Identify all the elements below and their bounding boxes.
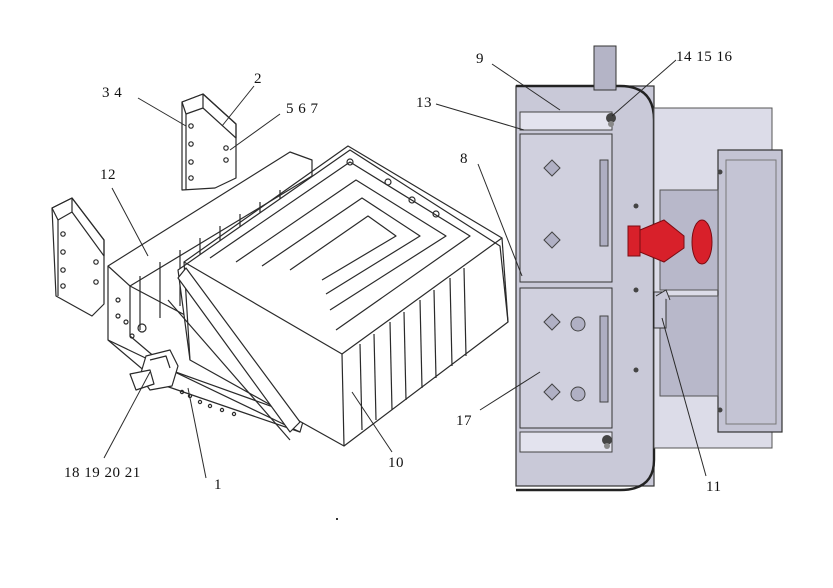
callout-13: 13 xyxy=(416,95,432,111)
top-hook xyxy=(593,45,617,91)
right-leader-lines xyxy=(435,59,707,477)
rear-door xyxy=(717,149,783,433)
callout-9: 9 xyxy=(476,51,484,67)
callout-3-4: 3 4 xyxy=(102,85,123,101)
callout-11: 11 xyxy=(706,479,722,495)
callout-5-6-7: 5 6 7 xyxy=(286,101,319,117)
red-connector xyxy=(627,219,713,265)
callout-10: 10 xyxy=(388,455,404,471)
callout-12: 12 xyxy=(100,167,116,183)
right-rendered-view xyxy=(435,45,783,492)
tension-clamp xyxy=(653,289,671,329)
upper-mounting-bracket xyxy=(181,93,237,191)
left-exploded-view xyxy=(51,85,509,479)
callout-17: 17 xyxy=(456,413,472,429)
callout-18-19-20-21: 18 19 20 21 xyxy=(64,465,141,481)
left-leader-lines xyxy=(103,85,393,479)
upper-panel xyxy=(519,133,613,283)
callout-1: 1 xyxy=(214,477,222,493)
cover-plate xyxy=(167,267,301,441)
bottom-rail xyxy=(519,431,613,453)
side-rail-lower xyxy=(599,315,609,403)
stray-mark xyxy=(336,518,338,520)
side-rail-upper xyxy=(599,159,609,247)
top-rail xyxy=(519,111,613,131)
callout-14-15-16: 14 15 16 xyxy=(676,49,733,65)
callout-8: 8 xyxy=(460,151,468,167)
screws xyxy=(602,113,723,449)
latch-handle xyxy=(129,349,179,391)
rear-cylinder-lower xyxy=(659,295,719,397)
side-mounting-bracket xyxy=(51,197,105,317)
lower-panel xyxy=(519,287,613,429)
callout-2: 2 xyxy=(254,71,262,87)
mount-holes xyxy=(543,159,586,402)
